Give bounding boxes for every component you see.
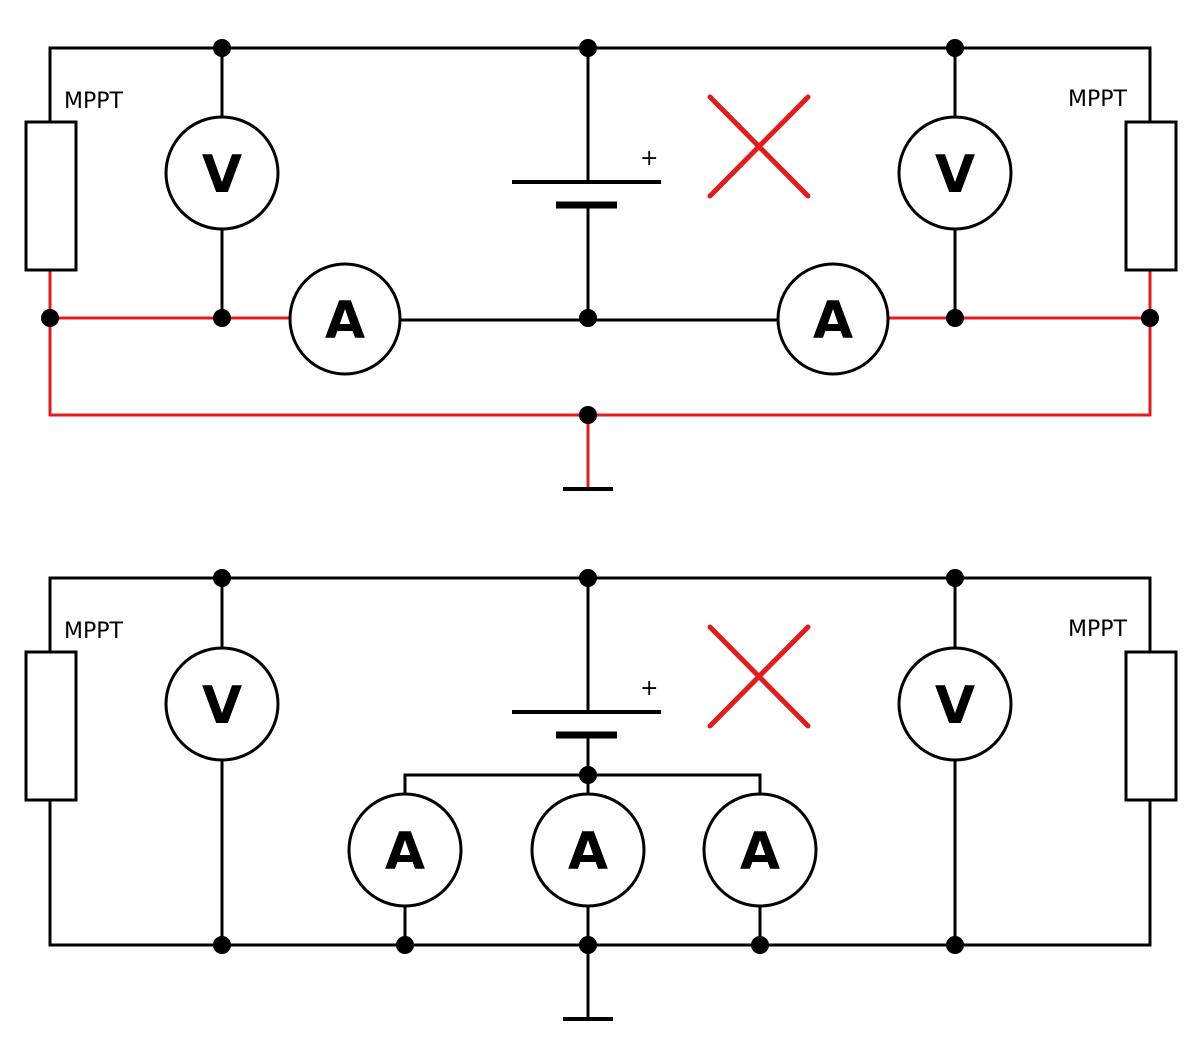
svg-text:V: V <box>202 676 242 736</box>
bottom-circuit: MPPT MPPT + V V A A <box>24 569 1178 1021</box>
top-red-x-icon <box>707 94 811 199</box>
bottom-ammeter-2: A <box>530 792 646 908</box>
svg-text:A: A <box>813 291 853 351</box>
svg-text:A: A <box>740 822 780 882</box>
bottom-battery: + <box>512 676 661 739</box>
bottom-junctions <box>213 569 964 954</box>
svg-text:V: V <box>202 145 242 205</box>
top-mppt-left-label: MPPT <box>64 89 124 114</box>
bottom-wires <box>48 576 1152 1020</box>
svg-text:A: A <box>385 822 425 882</box>
top-ammeter-left: A <box>288 262 402 376</box>
svg-text:V: V <box>935 676 975 736</box>
top-voltmeter-left: V <box>164 115 280 231</box>
top-battery-plus: + <box>640 146 658 171</box>
bottom-mppt-left-resistor <box>24 650 78 802</box>
bottom-mppt-right-label: MPPT <box>1068 617 1128 642</box>
top-mppt-left-resistor <box>24 120 78 272</box>
bottom-mppt-right-resistor <box>1124 650 1178 802</box>
top-ammeter-right: A <box>776 262 890 376</box>
top-mppt-right-resistor <box>1124 120 1178 272</box>
bottom-mppt-left-label: MPPT <box>64 619 124 644</box>
svg-text:A: A <box>325 291 365 351</box>
top-wires <box>48 46 1152 322</box>
svg-text:V: V <box>935 145 975 205</box>
top-ground-path <box>48 268 1152 490</box>
bottom-voltmeter-left: V <box>164 646 280 762</box>
svg-text:A: A <box>568 822 608 882</box>
top-battery: + <box>512 146 661 209</box>
bottom-red-x-icon <box>707 624 811 729</box>
top-voltmeter-right: V <box>897 115 1013 231</box>
bottom-battery-plus: + <box>640 676 658 701</box>
top-junctions <box>41 39 1159 424</box>
bottom-ammeter-1: A <box>347 792 463 908</box>
top-mppt-right-label: MPPT <box>1068 87 1128 112</box>
bottom-ammeter-3: A <box>702 792 818 908</box>
bottom-voltmeter-right: V <box>897 646 1013 762</box>
top-circuit: MPPT MPPT + V V A A <box>24 39 1178 491</box>
